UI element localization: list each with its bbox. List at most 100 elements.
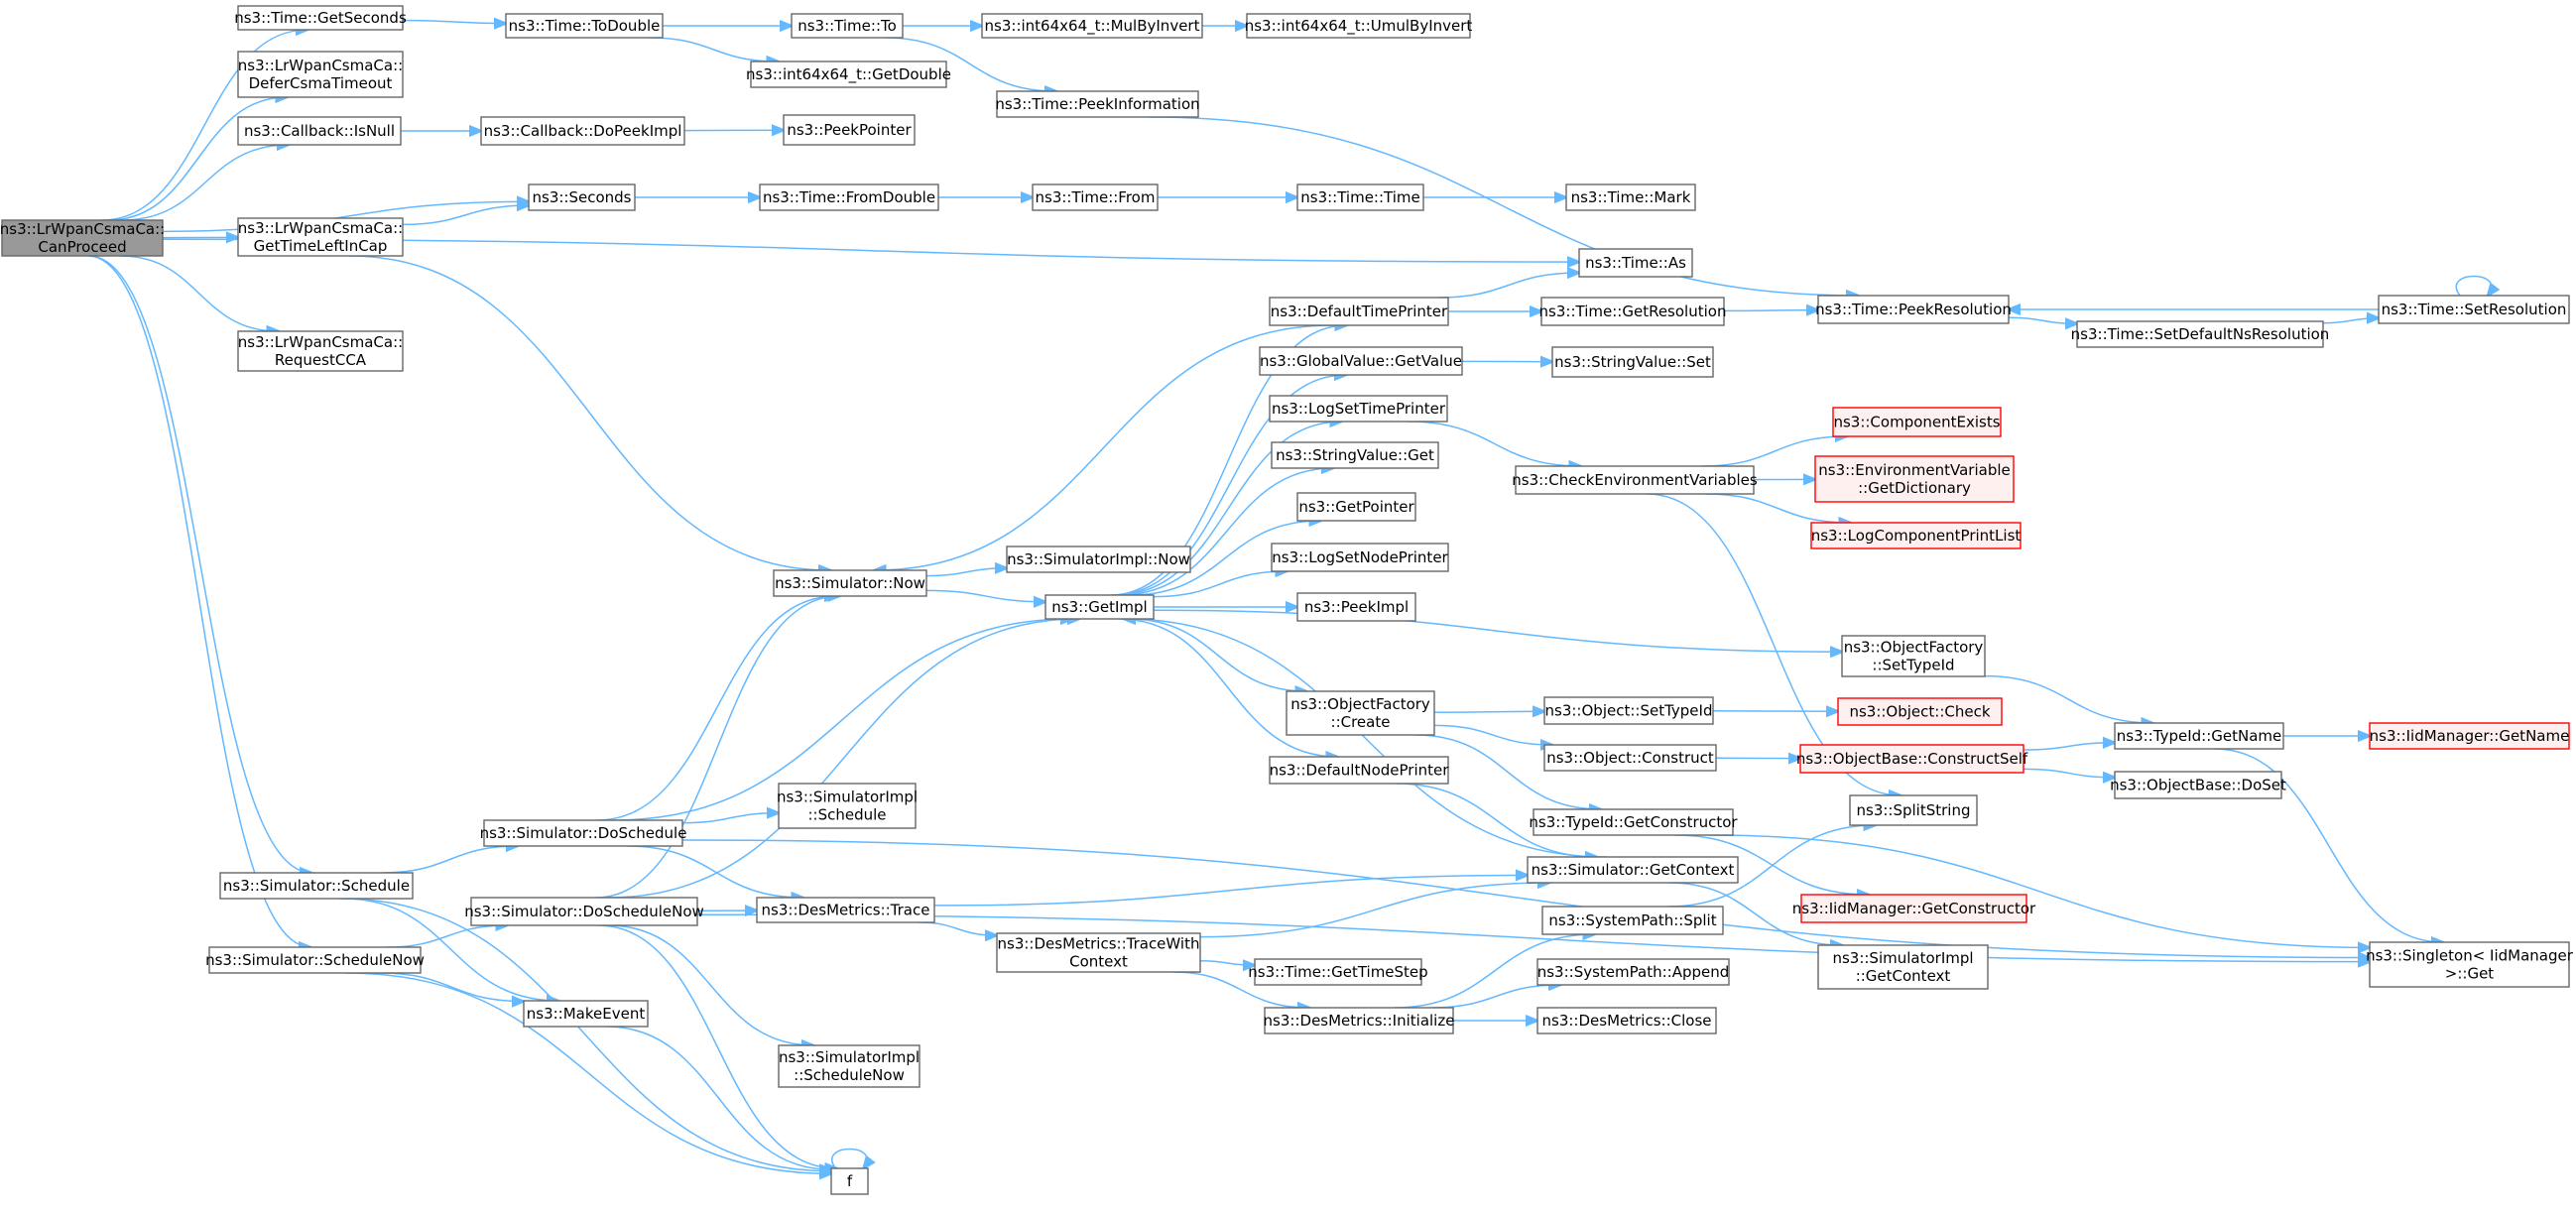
node-sim-now[interactable]: ns3::Simulator::Now [773,569,927,597]
node-box [1541,906,1724,935]
node-sys-path-split[interactable]: ns3::SystemPath::Split [1541,906,1724,935]
node-of-create[interactable]: ns3::ObjectFactory::Create [1286,690,1435,736]
node-split-string[interactable]: ns3::SplitString [1849,794,1978,826]
node-time-as[interactable]: ns3::Time::As [1578,248,1693,278]
node-type-id-get-name[interactable]: ns3::TypeId::GetName [2114,722,2284,750]
node-label: ns3::Time::GetTimeStep [1248,963,1427,981]
node-set-default-ns[interactable]: ns3::Time::SetDefaultNsResolution [2071,320,2330,348]
node-log-set-time-printer[interactable]: ns3::LogSetTimePrinter [1269,395,1448,423]
edge-sim-schedule-to-sim-do-schedule [381,846,518,874]
node-gv-get-value[interactable]: ns3::GlobalValue::GetValue [1259,346,1463,376]
node-from-double[interactable]: ns3::Time::FromDouble [759,183,939,211]
node-box [505,13,664,39]
node-iid-get-name[interactable]: ns3::IidManager::GetName [2369,722,2570,750]
edge-des-trace-to-sim-get-context [933,875,1528,907]
node-sim-impl-get-ctx[interactable]: ns3::SimulatorImpl::GetContext [1817,944,1989,990]
node-f[interactable]: f [830,1167,869,1195]
node-root[interactable]: ns3::LrWpanCsmaCa::CanProceed [0,219,165,257]
node-sim-schedule-now[interactable]: ns3::Simulator::ScheduleNow [205,946,425,974]
node-log-set-node-printer[interactable]: ns3::LogSetNodePrinter [1271,543,1449,572]
edge-sim-get-context-to-sim-impl-get-ctx [1668,882,1842,945]
node-get-impl[interactable]: ns3::GetImpl [1044,594,1155,620]
node-box [783,114,916,146]
node-sim-do-schedule-now[interactable]: ns3::Simulator::DoScheduleNow [464,897,704,926]
edge-sim-now-to-sim-impl-now [925,568,1007,577]
node-type-id-get-ctor[interactable]: ns3::TypeId::GetConstructor [1529,808,1738,836]
node-sim-impl-now[interactable]: ns3::SimulatorImpl::Now [1006,546,1191,573]
node-label: >::Get [2445,965,2495,983]
node-seconds[interactable]: ns3::Seconds [528,183,636,211]
node-label: ns3::Simulator::Schedule [223,877,410,895]
node-box [1271,543,1449,572]
node-sim-impl-schedule[interactable]: ns3::SimulatorImpl::Schedule [777,783,918,829]
node-sys-path-append[interactable]: ns3::SystemPath::Append [1536,958,1730,986]
node-get-time-left[interactable]: ns3::LrWpanCsmaCa::GetTimeLeftInCap [237,217,404,257]
node-default-node-printer[interactable]: ns3::DefaultNodePrinter [1269,756,1450,785]
node-label: CanProceed [38,238,126,256]
node-int64get-double[interactable]: ns3::int64x64_t::GetDouble [746,61,951,88]
node-set-resolution[interactable]: ns3::Time::SetResolution [2378,295,2570,324]
node-request-cca[interactable]: ns3::LrWpanCsmaCa::RequestCCA [237,330,404,372]
node-cb-is-null[interactable]: ns3::Callback::IsNull [237,116,402,146]
node-component-exists[interactable]: ns3::ComponentExists [1832,407,2002,437]
node-ob-do-set[interactable]: ns3::ObjectBase::DoSet [2110,771,2286,799]
node-singleton-get[interactable]: ns3::Singleton< IidManager>::Get [2366,941,2574,988]
node-box [1810,522,2022,549]
edge-des-trace-with-to-sim-get-context [1199,883,1549,938]
node-label: ns3::Time::Time [1300,188,1420,206]
node-des-trace[interactable]: ns3::DesMetrics::Trace [756,897,935,923]
node-check-env[interactable]: ns3::CheckEnvironmentVariables [1512,465,1758,495]
node-get-pointer[interactable]: ns3::GetPointer [1296,492,1416,522]
node-default-time-printer[interactable]: ns3::DefaultTimePrinter [1269,297,1449,326]
node-sim-get-context[interactable]: ns3::Simulator::GetContext [1527,856,1739,884]
node-cb-do-peek-impl[interactable]: ns3::Callback::DoPeekImpl [480,116,685,146]
node-sim-impl-schedule-now[interactable]: ns3::SimulatorImpl::ScheduleNow [778,1044,920,1088]
node-mul-by-invert[interactable]: ns3::int64x64_t::MulByInvert [981,13,1203,39]
node-peek-information[interactable]: ns3::Time::PeekInformation [995,90,1200,118]
node-label: ns3::Simulator::DoScheduleNow [464,903,704,920]
node-log-comp-print[interactable]: ns3::LogComponentPrintList [1810,522,2022,549]
node-sim-schedule[interactable]: ns3::Simulator::Schedule [219,872,414,900]
node-box [237,330,404,372]
node-peek-resolution[interactable]: ns3::Time::PeekResolution [1815,295,2012,324]
node-env-get-dict[interactable]: ns3::EnvironmentVariable::GetDictionary [1814,455,2015,503]
node-get-resolution[interactable]: ns3::Time::GetResolution [1539,297,1727,326]
node-of-set-type-id[interactable]: ns3::ObjectFactory::SetTypeId [1841,635,1986,677]
node-umul-by-invert[interactable]: ns3::int64x64_t::UmulByInvert [1245,13,1473,39]
node-sv-get[interactable]: ns3::StringValue::Get [1271,441,1439,469]
node-label: ns3::IidManager::GetConstructor [1792,900,2036,917]
node-obj-set-type-id[interactable]: ns3::Object::SetTypeId [1543,696,1714,725]
node-make-event[interactable]: ns3::MakeEvent [523,1000,649,1028]
node-time-get-time-step[interactable]: ns3::Time::GetTimeStep [1248,958,1428,986]
node-sim-do-schedule[interactable]: ns3::Simulator::DoSchedule [480,819,687,847]
node-iid-get-ctor[interactable]: ns3::IidManager::GetConstructor [1792,894,2036,923]
node-box [2076,320,2324,348]
node-peek-impl[interactable]: ns3::PeekImpl [1296,592,1416,622]
node-label: ns3::DefaultTimePrinter [1271,303,1448,320]
node-time-to[interactable]: ns3::Time::To [791,13,904,39]
node-box [1269,756,1449,785]
node-label: ns3::Simulator::DoSchedule [480,824,687,842]
node-time-from[interactable]: ns3::Time::From [1032,183,1159,211]
node-time-mark[interactable]: ns3::Time::Mark [1565,183,1696,211]
node-box [1246,13,1471,39]
node-to-double[interactable]: ns3::Time::ToDouble [505,13,664,39]
node-sv-set[interactable]: ns3::StringValue::Set [1551,346,1714,378]
node-peek-pointer[interactable]: ns3::PeekPointer [783,114,916,146]
edge-des-init-to-sys-path-split [1394,934,1595,1009]
node-ob-construct-self[interactable]: ns3::ObjectBase::ConstructSelf [1796,744,2028,774]
node-des-init[interactable]: ns3::DesMetrics::Initialize [1264,1007,1455,1034]
node-obj-construct[interactable]: ns3::Object::Construct [1543,744,1717,772]
node-defer-csma[interactable]: ns3::LrWpanCsmaCa::DeferCsmaTimeout [237,51,404,98]
edge-sys-path-split-to-split-string [1667,825,1876,908]
edge-root-to-sim-schedule [88,255,312,873]
node-obj-check[interactable]: ns3::Object::Check [1837,697,2003,726]
node-time-time[interactable]: ns3::Time::Time [1296,183,1424,211]
node-get-seconds[interactable]: ns3::Time::GetSeconds [234,5,407,31]
node-box [2369,941,2570,988]
node-des-close[interactable]: ns3::DesMetrics::Close [1536,1007,1717,1034]
edge-get-impl-to-gv-get-value [1112,375,1346,596]
node-box [237,5,404,31]
node-box [981,13,1203,39]
